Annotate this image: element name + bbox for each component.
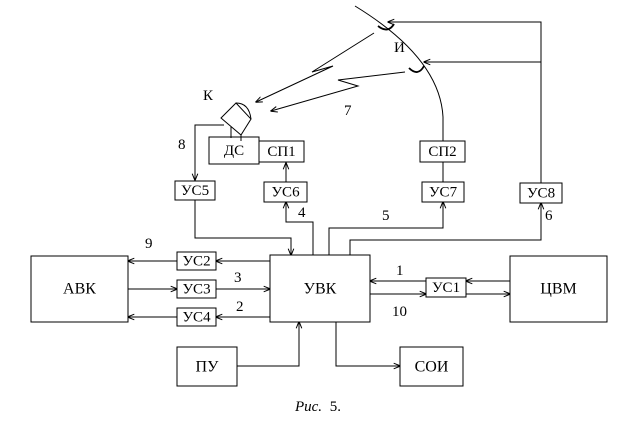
caption-number: 5. xyxy=(330,399,341,415)
block-us8 xyxy=(519,182,563,204)
label-10: 10 xyxy=(392,304,407,320)
link-pu-to-uvk xyxy=(237,322,299,367)
label-1: 1 xyxy=(396,263,404,279)
ray-lower xyxy=(271,71,406,111)
label-4: 4 xyxy=(298,205,306,221)
label-3: 3 xyxy=(234,270,242,286)
us8-label: УС8 xyxy=(527,186,555,202)
cvm-label: ЦВМ xyxy=(540,281,576,298)
label-2: 2 xyxy=(236,299,244,315)
block-us1 xyxy=(425,277,467,298)
us6-label: УС6 xyxy=(271,185,300,201)
block-us7 xyxy=(421,181,465,203)
block-soi xyxy=(399,346,464,387)
ds-label: ДС xyxy=(224,143,244,159)
figure-caption: Рис. 5. xyxy=(294,399,341,415)
block-us6 xyxy=(263,181,308,203)
block-avk xyxy=(30,255,129,323)
label-i: И xyxy=(394,40,405,56)
link-ds-to-us5 xyxy=(195,124,224,180)
link-us5-to-uvk xyxy=(194,200,291,255)
block-cvm xyxy=(509,255,608,323)
us4-label: УС4 xyxy=(182,310,211,326)
avk-label: АВК xyxy=(63,281,96,298)
uvk-label: УВК xyxy=(304,281,337,298)
source-arc xyxy=(354,5,444,118)
label-5: 5 xyxy=(382,208,390,224)
link-us8-to-source-lower xyxy=(424,62,542,183)
label-6: 6 xyxy=(545,208,553,224)
ray-upper xyxy=(256,32,375,102)
us2-label: УС2 xyxy=(182,254,210,270)
pu-label: ПУ xyxy=(196,359,220,376)
block-us3 xyxy=(176,279,217,299)
block-sp2 xyxy=(419,140,466,163)
receiver-antenna-icon xyxy=(220,102,252,141)
source-upper-icon xyxy=(377,23,395,31)
label-9: 9 xyxy=(145,236,153,252)
block-pu xyxy=(176,346,238,387)
link-uvk-to-us7 xyxy=(328,202,443,255)
block-sp1 xyxy=(258,140,305,163)
label-k: К xyxy=(203,88,214,104)
label-8: 8 xyxy=(178,137,186,153)
caption-prefix: Рис. xyxy=(294,399,322,415)
block-uvk xyxy=(269,254,371,323)
link-uvk-to-us6 xyxy=(286,202,314,255)
us3-label: УС3 xyxy=(182,282,210,298)
sp2-label: СП2 xyxy=(428,144,456,160)
sp1-label: СП1 xyxy=(267,144,295,160)
block-us2 xyxy=(176,251,217,271)
link-uvk-to-us8 xyxy=(349,203,541,255)
us7-label: УС7 xyxy=(429,185,458,201)
soi-label: СОИ xyxy=(415,359,449,376)
source-lower-icon xyxy=(408,65,425,73)
link-uvk-to-soi xyxy=(335,322,400,366)
label-7: 7 xyxy=(344,103,352,119)
us5-label: УС5 xyxy=(181,183,209,199)
block-us5 xyxy=(174,180,216,201)
block-us4 xyxy=(176,307,217,327)
us1-label: УС1 xyxy=(432,280,460,296)
